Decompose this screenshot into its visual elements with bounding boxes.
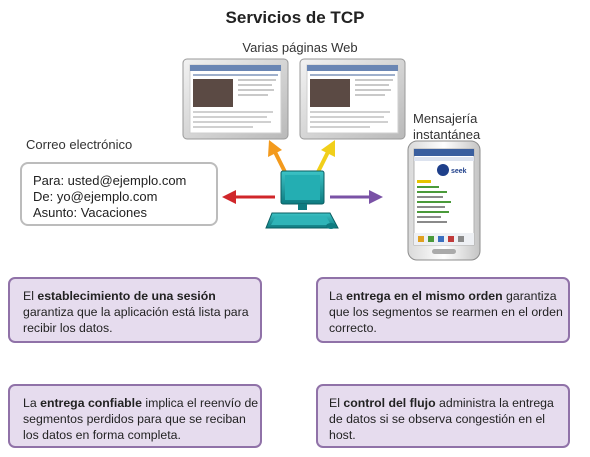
callout-text-post: garantiza que la aplicación está lista p…	[23, 305, 249, 335]
email-from: De: yo@ejemplo.com	[33, 189, 158, 204]
callout-text-post: administra la entrega de datos si se obs…	[329, 396, 554, 442]
callout-text-post: implica el reenvío de segmentos perdidos…	[23, 396, 259, 442]
callout-text-pre: La	[329, 289, 347, 303]
callout-reliable-delivery: La entrega confiable implica el reenvío …	[8, 384, 262, 448]
instant-messaging-device: seek	[407, 140, 481, 261]
callout-text-bold: entrega confiable	[40, 396, 142, 410]
email-to: Para: usted@ejemplo.com	[33, 173, 187, 188]
callout-text-bold: entrega en el mismo orden	[346, 289, 503, 303]
callout-same-order-delivery: La entrega en el mismo orden garantiza q…	[316, 277, 570, 343]
im-label-line-2: instantánea	[413, 127, 481, 142]
web-pages-label: Varias páginas Web	[242, 40, 358, 55]
diagram-title: Servicios de TCP	[225, 8, 365, 27]
computer-icon	[265, 170, 339, 229]
arrow-to-im	[330, 190, 383, 204]
callout-session-establishment: El establecimiento de una sesión garanti…	[8, 277, 262, 343]
web-page-monitor-2	[299, 58, 406, 140]
web-page-monitor-1	[182, 58, 289, 140]
callout-text-bold: establecimiento de una sesión	[37, 289, 216, 303]
callout-text-post: garantiza que los segmentos se rearmen e…	[329, 289, 563, 335]
callout-flow-control: El control del flujo administra la entre…	[316, 384, 570, 448]
callout-text-pre: El	[23, 289, 38, 303]
email-label: Correo electrónico	[26, 137, 133, 152]
arrow-to-email	[222, 190, 275, 204]
callout-text-pre: La	[23, 396, 41, 410]
im-logo: seek	[451, 168, 467, 175]
callout-text-pre: El	[329, 396, 344, 410]
callout-text-bold: control del flujo	[343, 396, 436, 410]
arrow-to-web-1	[268, 140, 287, 173]
instant-messaging-label: Mensajería instantánea	[413, 111, 480, 143]
email-message-box: Para: usted@ejemplo.com De: yo@ejemplo.c…	[20, 162, 218, 226]
email-subject: Asunto: Vacaciones	[33, 205, 147, 220]
arrow-to-web-2	[316, 140, 335, 173]
im-label-line-1: Mensajería	[413, 111, 478, 126]
